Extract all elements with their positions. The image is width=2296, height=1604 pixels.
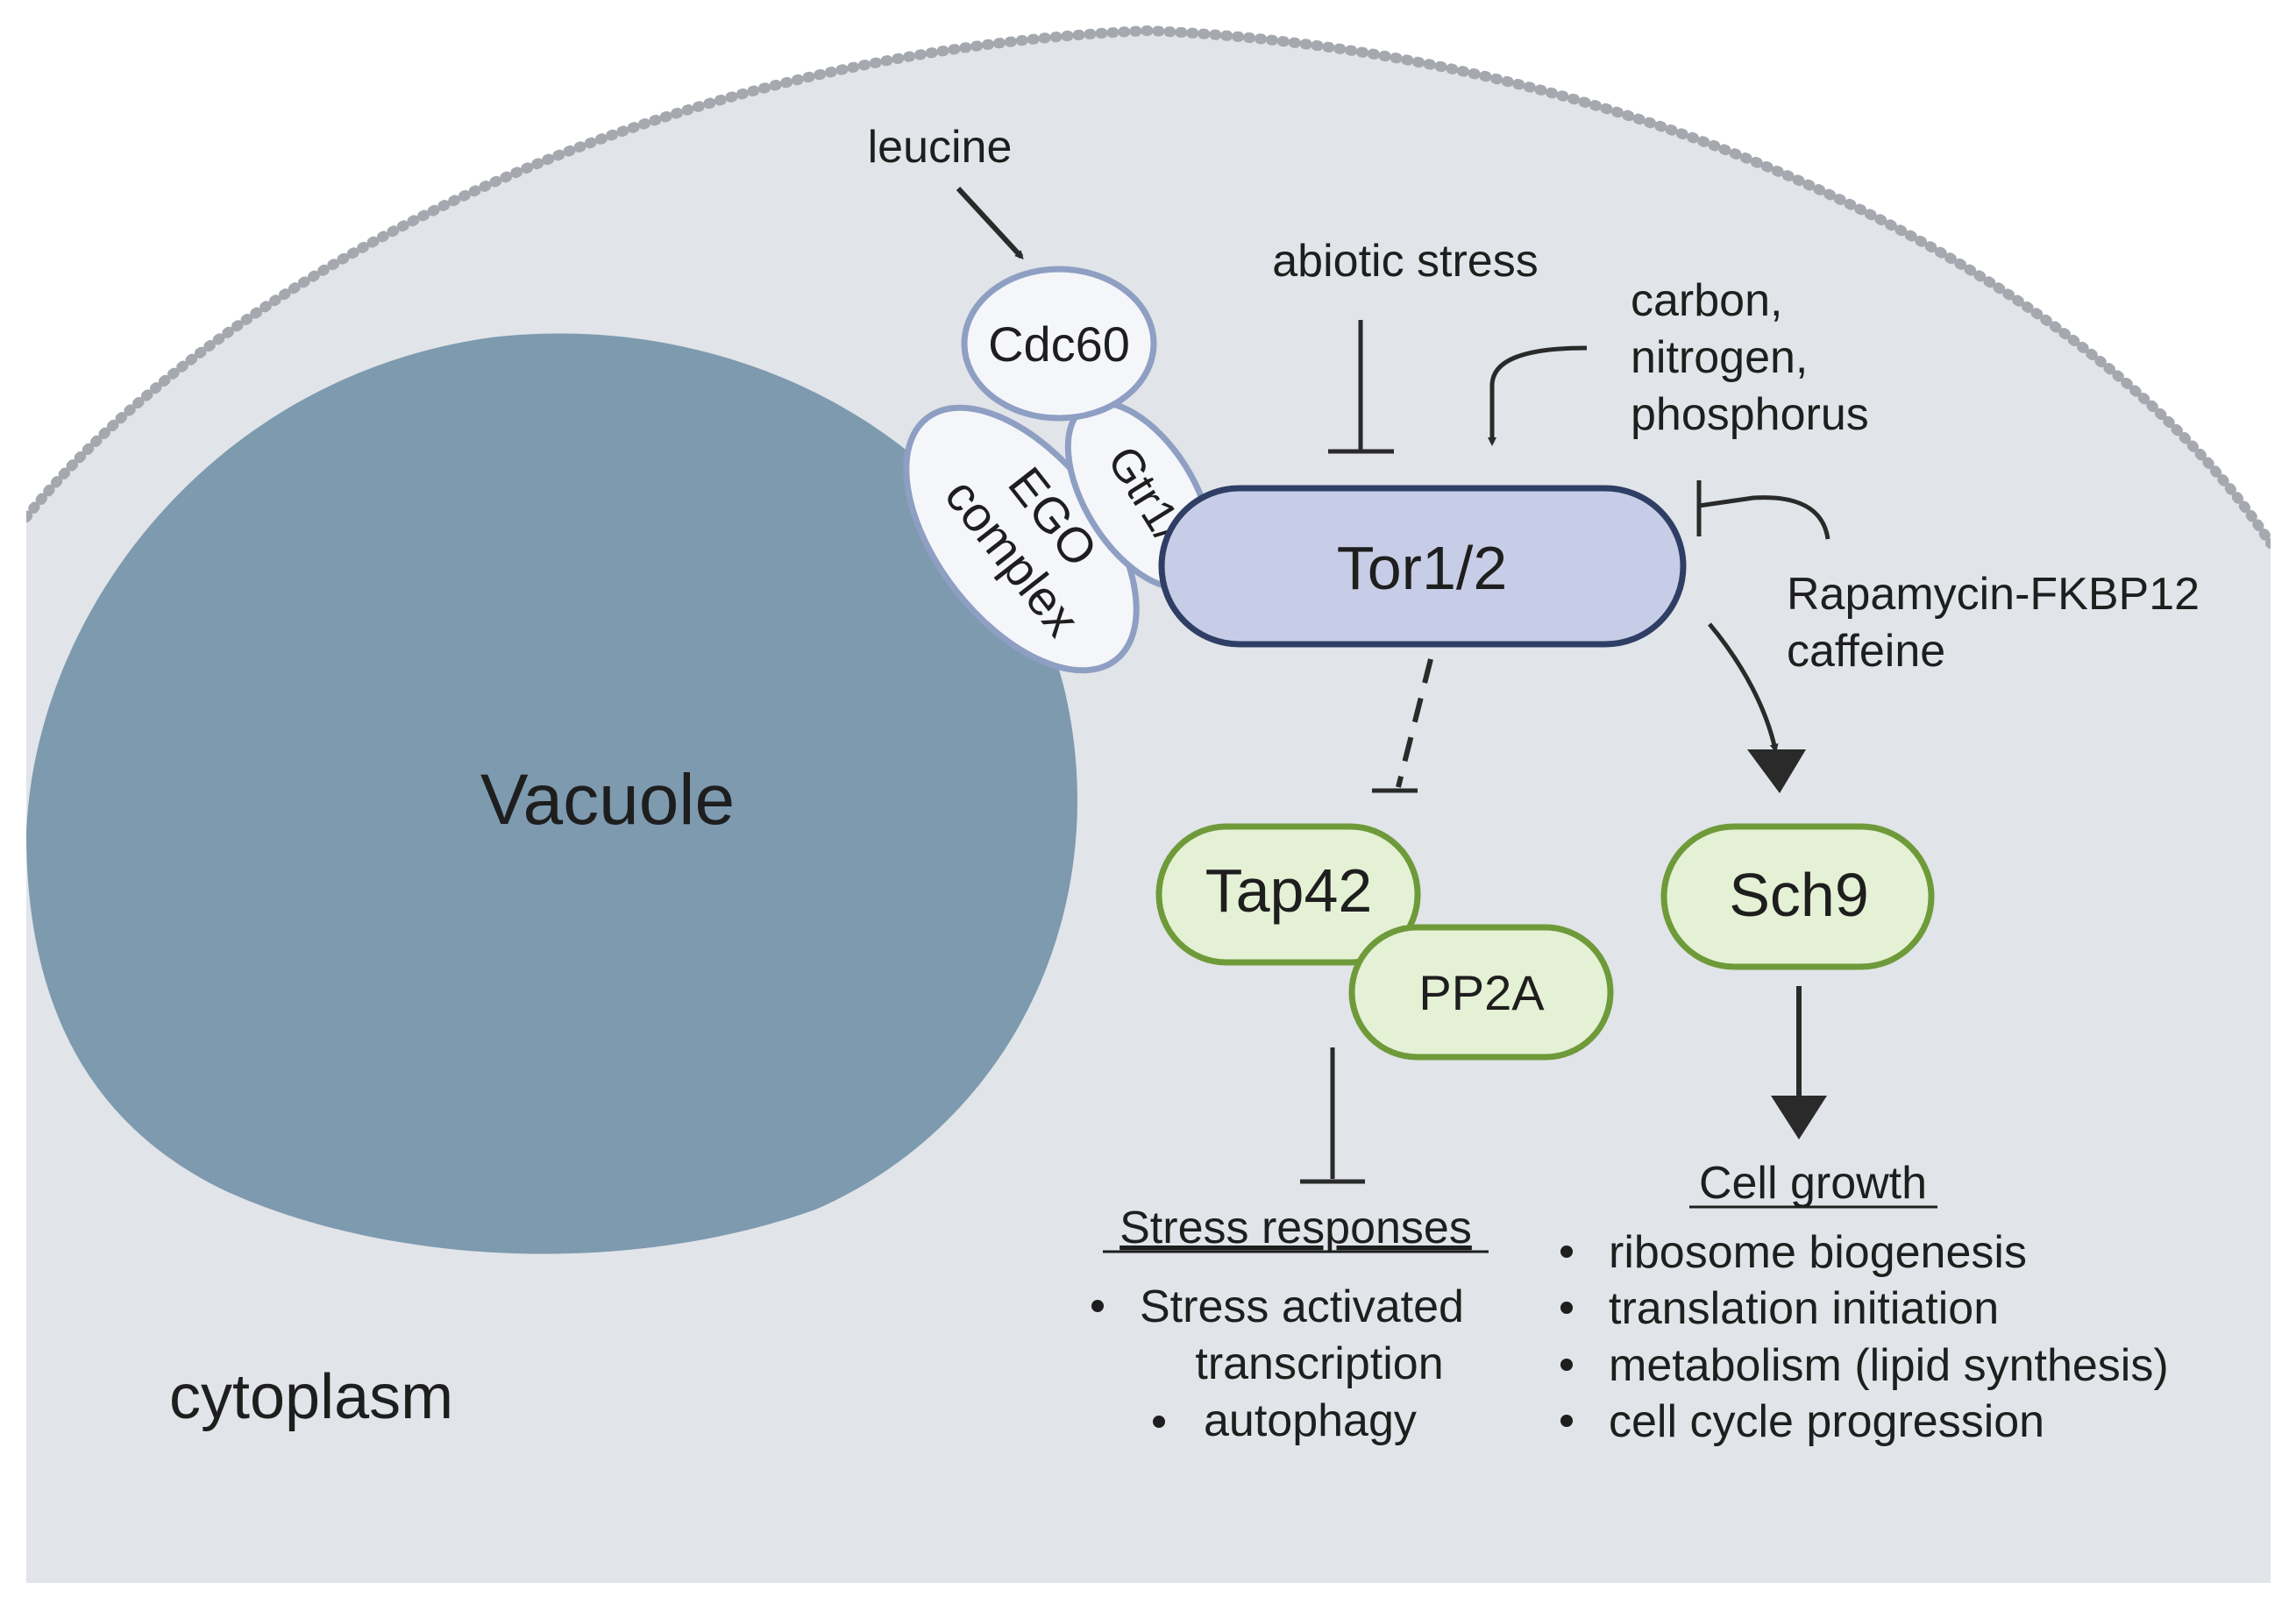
pp2a-label: PP2A: [1418, 965, 1545, 1020]
ego-complex: EGO complex: [903, 404, 1140, 674]
growth-bullet-2: [1560, 1302, 1573, 1314]
tor-sch9-arrowhead: [1747, 749, 1806, 793]
growth-item-4: cell cycle progression: [1609, 1396, 2044, 1447]
stress-bullet-1: [1091, 1300, 1104, 1312]
nutrient-arrow: [1488, 345, 1588, 446]
tor1-2: Tor1/2: [1158, 485, 1687, 648]
abiotic-stress-inhibition: [1328, 320, 1394, 454]
cdc60: Cdc60: [961, 266, 1157, 422]
tor-tap42-inhibition: [1372, 658, 1433, 793]
stress-item-2: autophagy: [1204, 1395, 1417, 1446]
cytoplasm-label: cytoplasm: [169, 1362, 453, 1432]
tap42: Tap42: [1155, 823, 1421, 966]
cell-growth-heading: Cell growth: [1699, 1158, 1927, 1209]
tor-sch9-arrow: [1708, 622, 1779, 753]
inhibitor-caffeine: caffeine: [1787, 626, 1945, 677]
growth-item-2: translation initiation: [1609, 1283, 1999, 1334]
cdc60-label: Cdc60: [988, 316, 1130, 372]
growth-item-1: ribosome biogenesis: [1609, 1227, 2027, 1278]
nutrient-nitrogen: nitrogen,: [1631, 332, 1808, 383]
nutrient-carbon: carbon,: [1631, 275, 1782, 326]
abiotic-stress-label: abiotic stress: [1272, 236, 1538, 287]
vacuole-label: Vacuole: [480, 760, 735, 840]
leucine-label: leucine: [868, 122, 1013, 173]
stress-item-1b: transcription: [1195, 1338, 1443, 1389]
pp2a-stress-inhibition: [1300, 1047, 1365, 1184]
rapamycin-inhibition: [1696, 480, 1830, 540]
growth-bullet-3: [1560, 1359, 1573, 1371]
pp2a: PP2A: [1348, 924, 1614, 1061]
cell-membrane: [26, 25, 2271, 549]
stress-bullet-2: [1153, 1416, 1165, 1428]
growth-item-3: metabolism (lipid synthesis): [1609, 1340, 2169, 1391]
vacuole: [26, 333, 1077, 1254]
stress-item-1: Stress activated: [1140, 1281, 1464, 1332]
sch9-growth-arrow: [1771, 986, 1827, 1139]
svg-text:carbon, nitrogen, phos: carbon, nitrogen, phosphorus: [1631, 275, 1869, 440]
inhibitor-rapamycin: Rapamycin-FKBP12: [1787, 569, 2200, 620]
growth-bullet-4: [1560, 1415, 1573, 1427]
leucine-arrow: [956, 186, 1024, 259]
tap42-label: Tap42: [1205, 856, 1373, 925]
stress-responses-heading: Stress responses: [1120, 1203, 1472, 1253]
nutrient-phosphorus: phosphorus: [1631, 389, 1869, 440]
sch9-label: Sch9: [1729, 861, 1869, 929]
growth-bullet-1: [1560, 1246, 1573, 1258]
sch9: Sch9: [1660, 823, 1935, 970]
tor-label: Tor1/2: [1337, 534, 1508, 602]
svg-text:Rapamycin-FKBP12 caffeine: Rapamycin-FKBP12 caffeine: [1787, 569, 2213, 677]
